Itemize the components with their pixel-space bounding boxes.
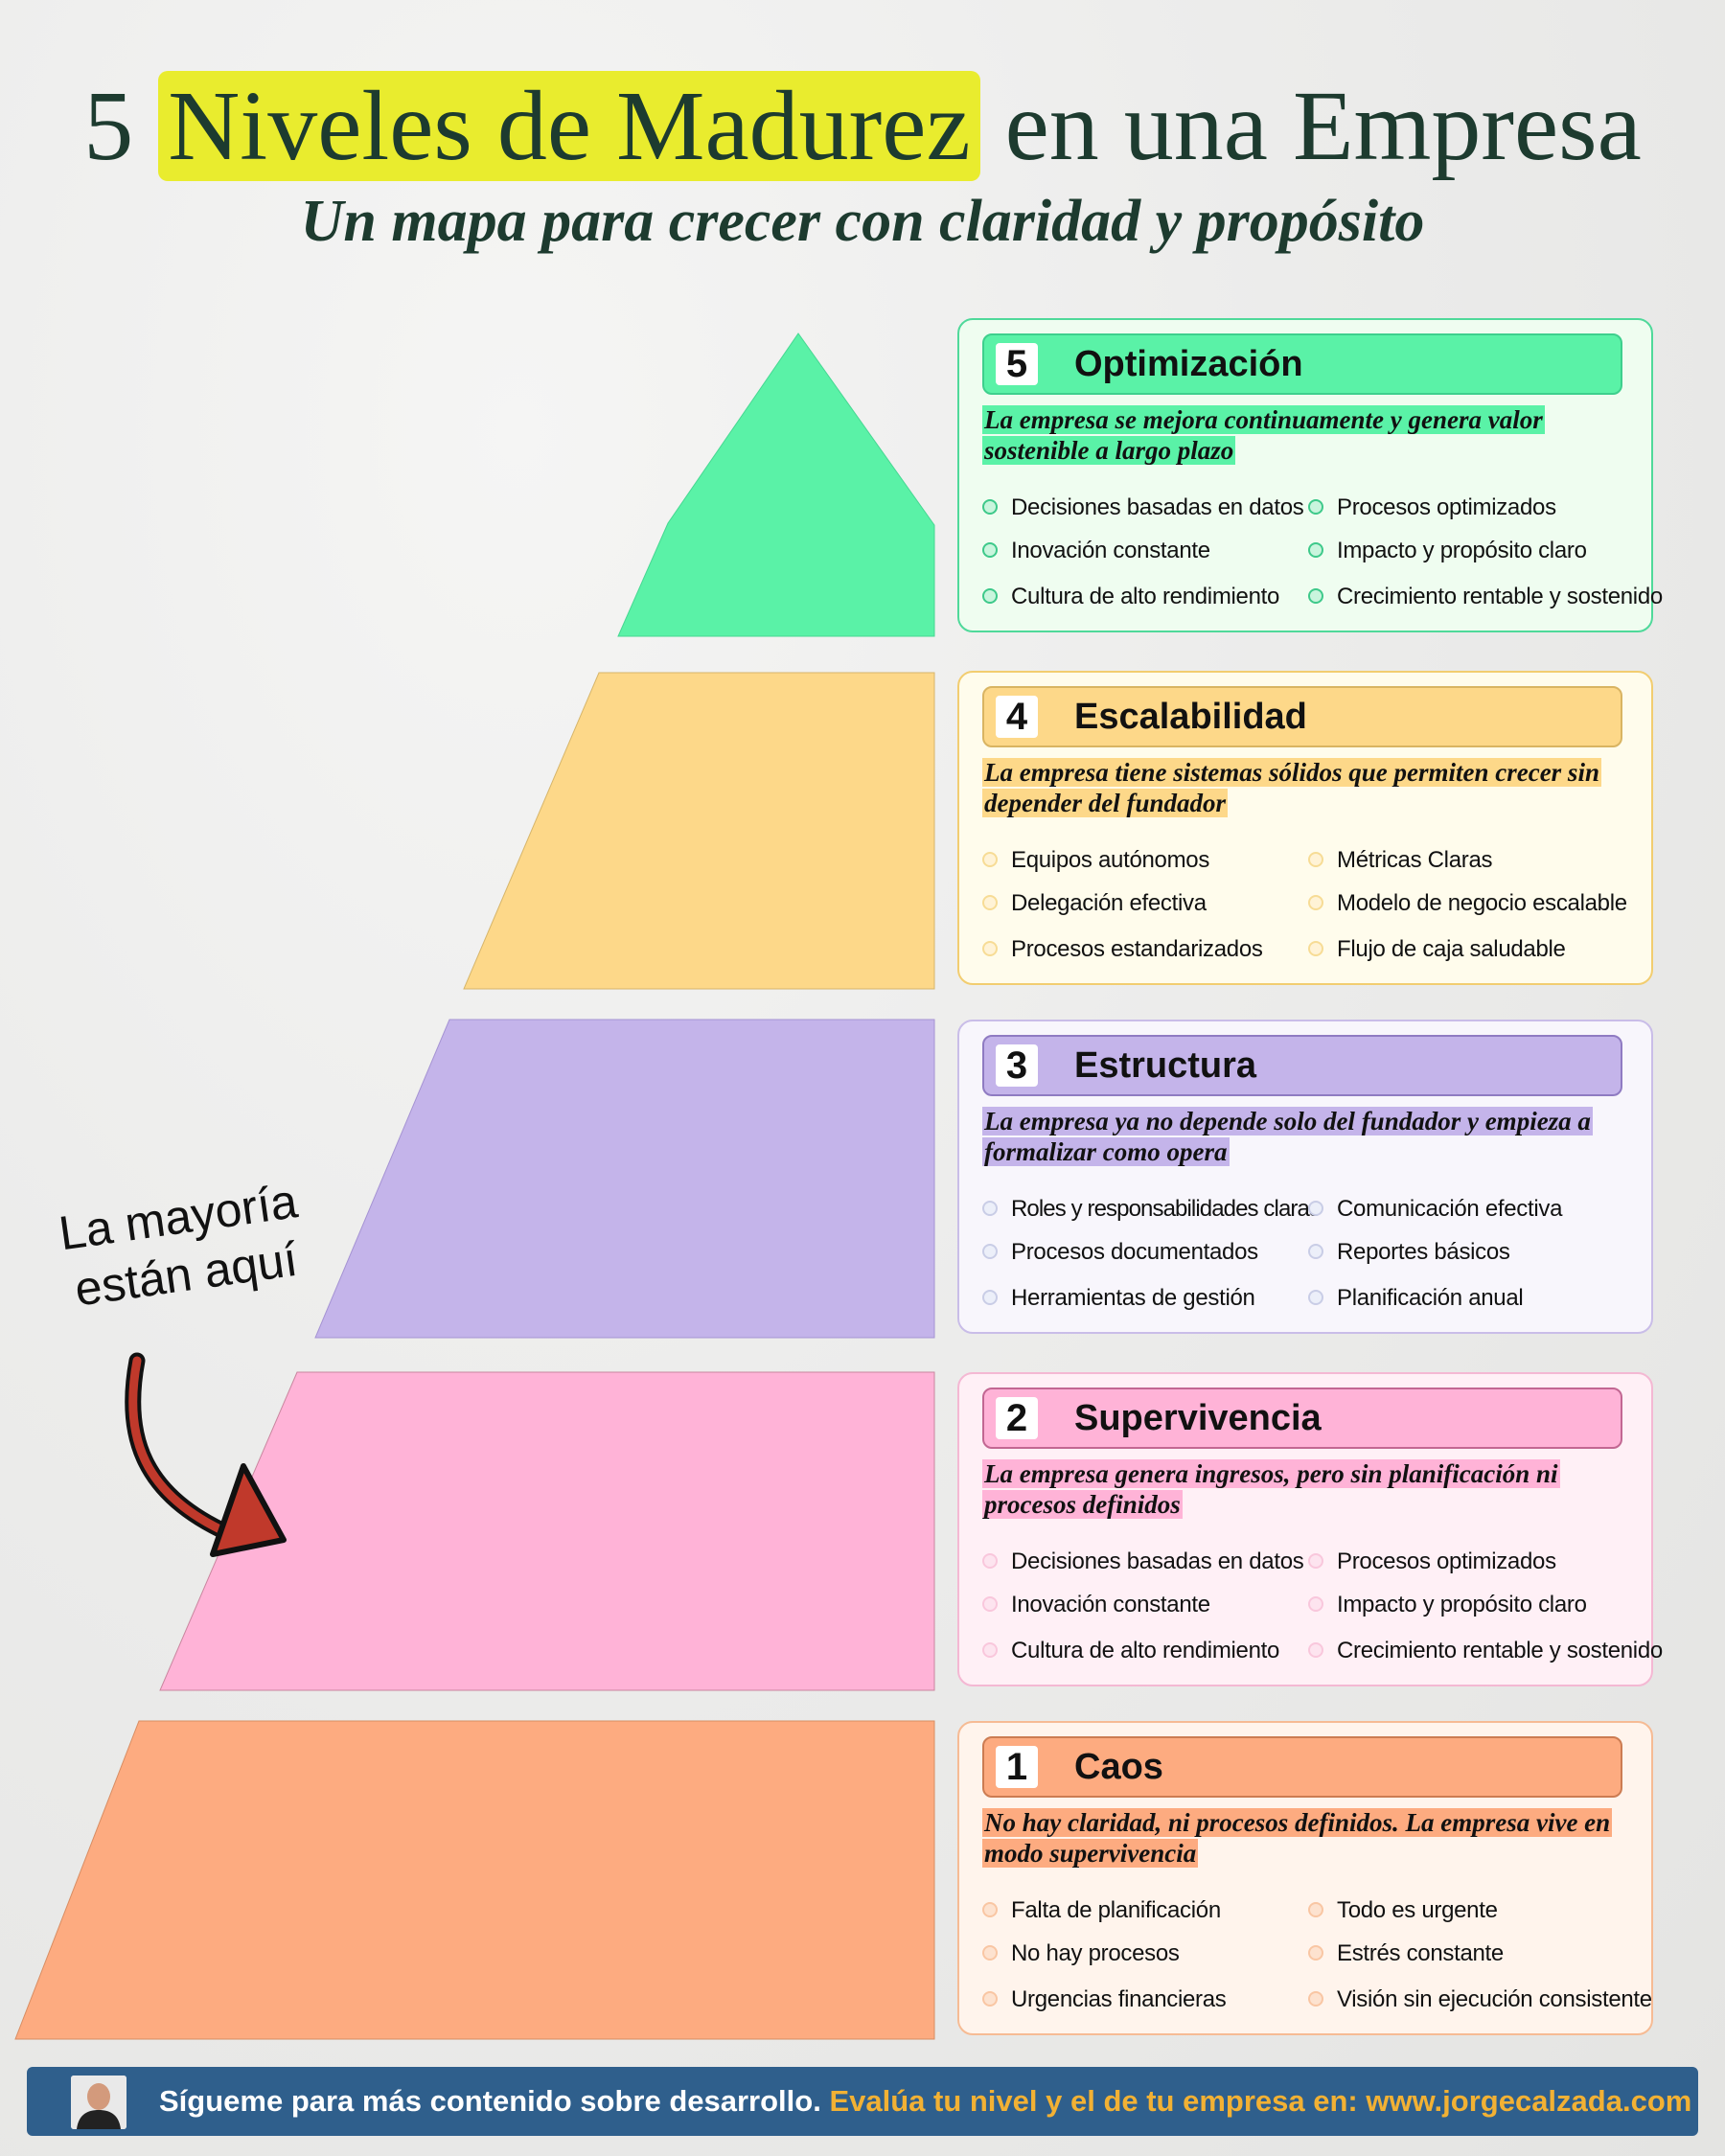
list-item: Planificación anual <box>1308 1285 1524 1312</box>
list-item: Crecimiento rentable y sostenido <box>1308 1638 1663 1664</box>
list-item: Inovación constante <box>982 538 1210 564</box>
level-header: 5 Optimización <box>982 333 1622 395</box>
title-rest: en una Empresa <box>1004 71 1642 181</box>
list-item: Comunicación efectiva <box>1308 1196 1562 1223</box>
level-description: La empresa tiene sistemas sólidos que pe… <box>982 758 1601 817</box>
level-name: Supervivencia <box>1074 1398 1322 1438</box>
list-item: Visión sin ejecución consistente <box>1308 1986 1652 2013</box>
footer-website-link[interactable]: Evalúa tu nivel y el de tu empresa en: w… <box>829 2084 1692 2118</box>
list-item: Decisiones basadas en datos <box>982 494 1304 521</box>
footer-follow-text: Sígueme para más contenido sobre desarro… <box>159 2084 821 2118</box>
list-item: Métricas Claras <box>1308 847 1493 874</box>
list-item: Procesos documentados <box>982 1239 1258 1266</box>
list-item: No hay procesos <box>982 1940 1180 1967</box>
list-item: Procesos estandarizados <box>982 936 1263 963</box>
list-item: Reportes básicos <box>1308 1239 1510 1266</box>
list-item: Impacto y propósito claro <box>1308 1592 1587 1618</box>
level-header: 4 Escalabilidad <box>982 686 1622 747</box>
level-header: 2 Supervivencia <box>982 1388 1622 1449</box>
level-description: La empresa ya no depende solo del fundad… <box>982 1107 1593 1166</box>
level-name: Optimización <box>1074 344 1303 384</box>
page-subtitle: Un mapa para crecer con claridad y propó… <box>300 189 1425 254</box>
level-number: 3 <box>996 1044 1038 1087</box>
level-name: Caos <box>1074 1747 1163 1787</box>
list-item: Inovación constante <box>982 1592 1210 1618</box>
list-item: Procesos optimizados <box>1308 1548 1556 1575</box>
level-number: 4 <box>996 696 1038 738</box>
level-number: 1 <box>996 1746 1038 1788</box>
pyramid-level-5 <box>617 333 935 637</box>
title-highlight: Niveles de Madurez <box>158 71 980 181</box>
level-card-5: 5 Optimización La empresa se mejora cont… <box>957 318 1663 632</box>
list-item: Cultura de alto rendimiento <box>982 1638 1279 1664</box>
level-description: No hay claridad, ni procesos definidos. … <box>982 1808 1613 1868</box>
level-description: La empresa genera ingresos, pero sin pla… <box>982 1459 1560 1519</box>
list-item: Flujo de caja saludable <box>1308 936 1566 963</box>
list-item: Roles y responsabilidades claras <box>982 1196 1321 1223</box>
list-item: Decisiones basadas en datos <box>982 1548 1304 1575</box>
pyramid-level-2 <box>159 1371 935 1691</box>
list-item: Cultura de alto rendimiento <box>982 584 1279 610</box>
level-name: Estructura <box>1074 1045 1257 1086</box>
level-card-3: 3 Estructura La empresa ya no depende so… <box>957 1020 1653 1334</box>
list-item: Urgencias financieras <box>982 1986 1227 2013</box>
list-item: Procesos optimizados <box>1308 494 1556 521</box>
footer-banner: Sígueme para más contenido sobre desarro… <box>27 2067 1698 2136</box>
list-item: Falta de planificación <box>982 1897 1221 1924</box>
pyramid-level-3 <box>314 1019 935 1339</box>
list-item: Impacto y propósito claro <box>1308 538 1587 564</box>
footer-text: Sígueme para más contenido sobre desarro… <box>159 2067 1691 2136</box>
list-item: Modelo de negocio escalable <box>1308 890 1627 917</box>
title-number: 5 <box>83 71 134 181</box>
list-item: Todo es urgente <box>1308 1897 1498 1924</box>
list-item: Equipos autónomos <box>982 847 1209 874</box>
list-item: Crecimiento rentable y sostenido <box>1308 584 1663 610</box>
level-card-2: 2 Supervivencia La empresa genera ingres… <box>957 1372 1663 1686</box>
level-number: 5 <box>996 343 1038 385</box>
level-number: 2 <box>996 1397 1038 1439</box>
avatar <box>71 2076 126 2129</box>
level-card-1: 1 Caos No hay claridad, ni procesos defi… <box>957 1721 1653 2035</box>
level-description: La empresa se mejora continuamente y gen… <box>982 405 1545 465</box>
level-card-4: 4 Escalabilidad La empresa tiene sistema… <box>957 671 1653 985</box>
pyramid-level-1 <box>14 1720 935 2040</box>
level-name: Escalabilidad <box>1074 697 1307 737</box>
pyramid-level-4 <box>463 672 935 990</box>
list-item: Delegación efectiva <box>982 890 1207 917</box>
page-title: 5 Niveles de Madurez en una Empresa <box>0 69 1725 184</box>
level-header: 3 Estructura <box>982 1035 1622 1096</box>
list-item: Estrés constante <box>1308 1940 1504 1967</box>
list-item: Herramientas de gestión <box>982 1285 1255 1312</box>
level-header: 1 Caos <box>982 1736 1622 1798</box>
